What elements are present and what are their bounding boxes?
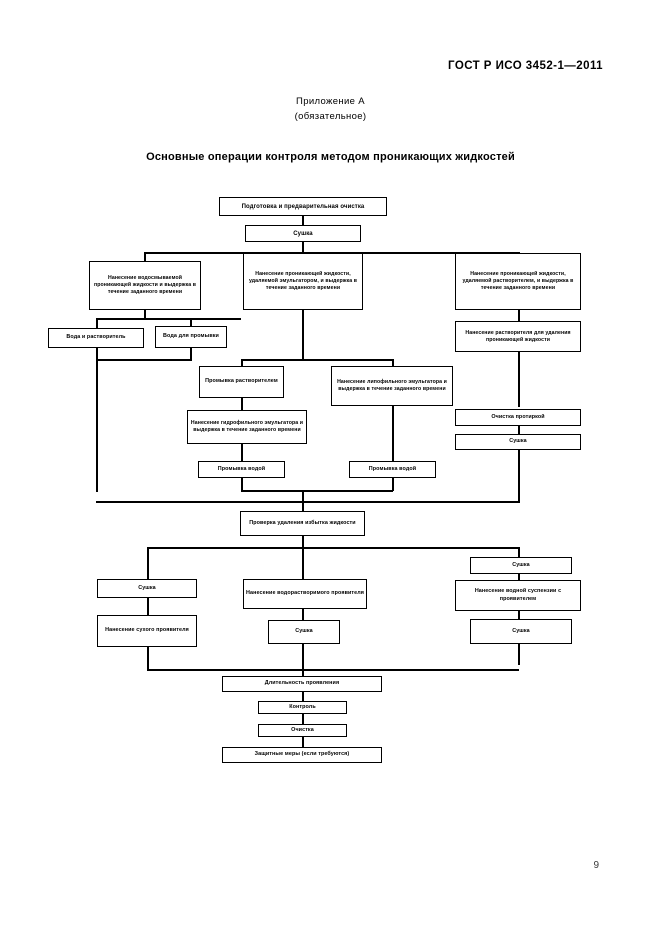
- connector: [392, 359, 394, 366]
- flow-node-hydrophilic-emulsifier[interactable]: Нанесение гидрофильного эмульгатора и вы…: [187, 410, 307, 444]
- flow-node-dev-aqueous-suspension[interactable]: Нанесение водной суспензии с проявителем: [455, 580, 581, 611]
- connector: [147, 547, 519, 549]
- connector: [144, 252, 519, 254]
- connector: [302, 714, 304, 724]
- standard-number: ГОСТ Р ИСО 3452-1—2011: [448, 60, 603, 72]
- flow-node-dev-dry-application[interactable]: Нанесение сухого проявителя: [97, 615, 197, 647]
- flow-node-water-rinse-1[interactable]: Промывка водой: [198, 461, 285, 478]
- flow-node-dry1[interactable]: Сушка: [245, 225, 361, 242]
- connector: [96, 348, 98, 492]
- connector: [392, 478, 394, 491]
- connector: [302, 216, 304, 226]
- flow-node-penetrant-solvent-removable[interactable]: Нанесение проникающей жидкости, удаляемо…: [455, 253, 581, 310]
- flow-node-apply-solvent-remover[interactable]: Нанесение растворителя для удаления прон…: [455, 321, 581, 352]
- connector: [190, 348, 192, 360]
- connector: [518, 644, 520, 665]
- flowchart-title: Основные операции контроля методом прони…: [146, 151, 515, 163]
- connector: [302, 692, 304, 701]
- flow-node-lipophilic-emulsifier[interactable]: Нанесение липофильного эмульгатора и выд…: [331, 366, 453, 406]
- connector: [518, 574, 520, 580]
- flow-node-cleaning[interactable]: Очистка: [258, 724, 347, 737]
- connector: [302, 664, 304, 676]
- connector: [518, 310, 520, 321]
- connector: [518, 352, 520, 407]
- connector: [147, 669, 519, 671]
- connector: [302, 490, 304, 501]
- page-number: 9: [593, 860, 599, 871]
- connector: [144, 252, 146, 261]
- connector: [302, 644, 304, 670]
- connector: [302, 536, 304, 548]
- connector: [518, 426, 520, 434]
- connector: [241, 478, 243, 491]
- connector: [302, 241, 304, 253]
- connector: [302, 609, 304, 620]
- flow-node-dry4[interactable]: Сушка: [268, 620, 340, 644]
- connector: [241, 359, 243, 366]
- flow-node-wash-water[interactable]: Вода для промывки: [155, 326, 227, 348]
- annex-title: Приложение А: [296, 96, 365, 107]
- flow-node-water-and-solvent[interactable]: Вода и растворитель: [48, 328, 144, 348]
- flow-node-prep[interactable]: Подготовка и предварительная очистка: [219, 197, 387, 216]
- connector: [302, 547, 304, 579]
- connector: [190, 318, 192, 328]
- flow-node-dry3[interactable]: Сушка: [97, 579, 197, 598]
- flow-node-protection-measures[interactable]: Защитные меры (если требуются): [222, 747, 382, 763]
- flow-node-check-excess-removal[interactable]: Проверка удаления избытка жидкости: [240, 511, 365, 536]
- flow-node-inspection[interactable]: Контроль: [258, 701, 347, 714]
- connector: [302, 737, 304, 747]
- flow-node-wipe-clean[interactable]: Очистка протиркой: [455, 409, 581, 426]
- flow-node-water-rinse-2[interactable]: Промывка водой: [349, 461, 436, 478]
- flow-node-penetrant-water-washable[interactable]: Нанесение водосмываемой проникающей жидк…: [89, 261, 201, 310]
- flow-node-dry5[interactable]: Сушка: [470, 557, 572, 574]
- connector: [392, 406, 394, 461]
- flow-node-dev-water-soluble[interactable]: Нанесение водорастворимого проявителя: [243, 579, 367, 609]
- connector: [241, 490, 393, 492]
- flow-node-dry2[interactable]: Сушка: [455, 434, 581, 450]
- connector: [241, 444, 243, 461]
- connector: [96, 318, 98, 328]
- connector: [144, 310, 146, 319]
- connector: [96, 318, 241, 320]
- flow-node-penetrant-emulsifier-removable[interactable]: Нанесение проникающей жидкости, удаляемо…: [243, 253, 363, 310]
- annex-heading: Приложение А (обязательное): [0, 94, 661, 124]
- connector: [96, 359, 192, 361]
- flow-node-development-time[interactable]: Длительность проявления: [222, 676, 382, 692]
- flow-node-dry6[interactable]: Сушка: [470, 619, 572, 644]
- annex-kind: (обязательное): [294, 111, 367, 122]
- connector: [147, 598, 149, 615]
- connector: [241, 398, 243, 410]
- connector: [302, 501, 304, 511]
- connector: [147, 647, 149, 670]
- flow-node-wash-with-solvent[interactable]: Промывка растворителем: [199, 366, 284, 398]
- connector: [302, 310, 304, 360]
- connector: [518, 547, 520, 560]
- connector: [96, 501, 520, 503]
- connector: [518, 611, 520, 619]
- connector: [518, 450, 520, 502]
- connector: [147, 547, 149, 579]
- connector: [241, 359, 393, 361]
